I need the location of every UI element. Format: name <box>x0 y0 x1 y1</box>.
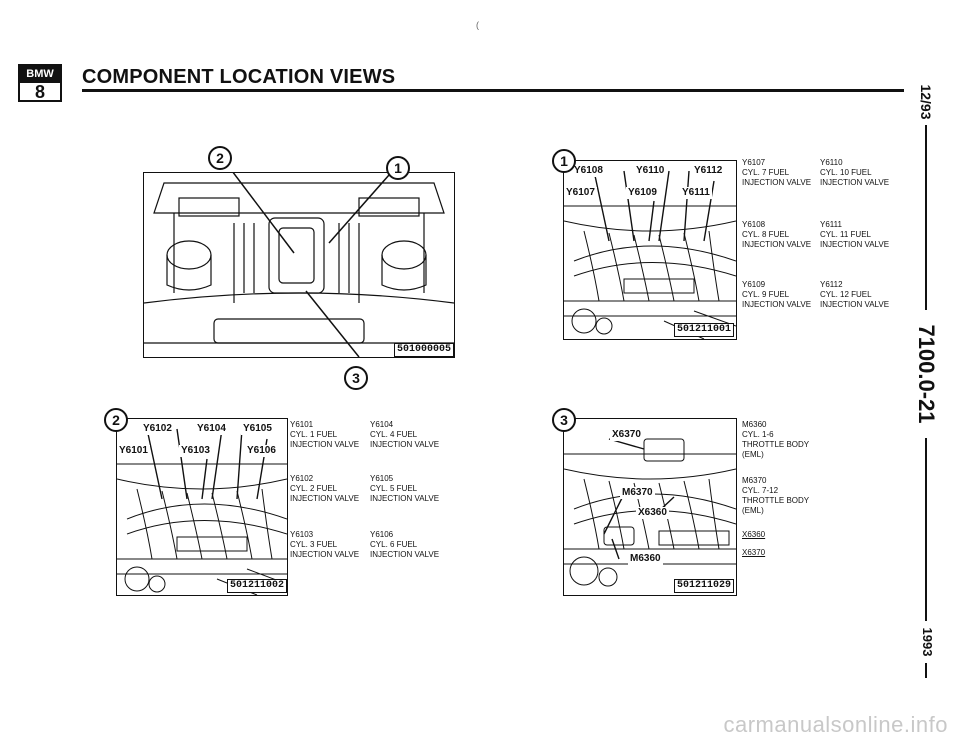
injector-view-2-figure: Y6102 Y6104 Y6105 Y6101 Y6103 Y6106 5012… <box>116 418 288 596</box>
tag-x6360: X6360 <box>636 507 669 519</box>
callout-view-2: 2 <box>104 408 128 432</box>
callout-2: 2 <box>208 146 232 170</box>
injector-view-1-drawing <box>564 170 736 339</box>
tag-y6110: Y6110 <box>634 165 667 177</box>
tag-y6103: Y6103 <box>179 445 212 457</box>
sidebar-year: 1993 <box>918 621 936 663</box>
throttle-body-view-figure: X6370 M6370 X6360 M6360 501211029 <box>563 418 737 596</box>
stray-mark: ( <box>476 20 479 30</box>
callout-1: 1 <box>386 156 410 180</box>
page-title: COMPONENT LOCATION VIEWS <box>82 66 396 88</box>
tag-m6370: M6370 <box>620 487 655 499</box>
callout-3: 3 <box>344 366 368 390</box>
sidebar-date: 12/93 <box>916 79 936 125</box>
tag-y6102: Y6102 <box>141 423 174 435</box>
engine-bay-overview-figure: 501000005 <box>143 172 455 358</box>
legend-entry-x6370: X6370 <box>742 548 766 557</box>
tag-y6105: Y6105 <box>241 423 274 435</box>
logo-brand: BMW <box>20 66 60 83</box>
injector-view-1-figure: Y6108 Y6110 Y6112 Y6107 Y6109 Y6111 5012… <box>563 160 737 340</box>
callout-view-3: 3 <box>552 408 576 432</box>
tag-y6107: Y6107 <box>564 187 597 199</box>
tag-m6360: M6360 <box>628 553 663 565</box>
tag-y6109: Y6109 <box>626 187 659 199</box>
figure-ref-number: 501211002 <box>227 579 288 593</box>
logo-series: 8 <box>34 82 45 102</box>
tag-y6108: Y6108 <box>572 165 605 177</box>
legend-entry-x6360: X6360 <box>742 530 766 539</box>
tag-y6111: Y6111 <box>680 187 712 199</box>
title-rule <box>82 89 904 92</box>
engine-bay-overview-drawing <box>144 173 454 357</box>
injector-view-2-drawing <box>117 428 287 595</box>
tag-y6106: Y6106 <box>245 445 278 457</box>
figure-ref-number: 501211029 <box>674 579 735 593</box>
figure-ref-number: 501211001 <box>674 323 735 337</box>
tag-y6101: Y6101 <box>117 445 150 457</box>
tag-x6370: X6370 <box>610 429 643 441</box>
watermark: carmanualsonline.info <box>723 712 948 737</box>
tag-y6112: Y6112 <box>692 165 725 177</box>
tag-y6104: Y6104 <box>195 423 228 435</box>
sidebar-section-code: 7100.0-21 <box>912 310 940 438</box>
callout-view-1: 1 <box>552 149 576 173</box>
figure-ref-number: 501000005 <box>394 343 455 357</box>
bmw-8-series-logo: BMW 8 <box>18 64 62 102</box>
